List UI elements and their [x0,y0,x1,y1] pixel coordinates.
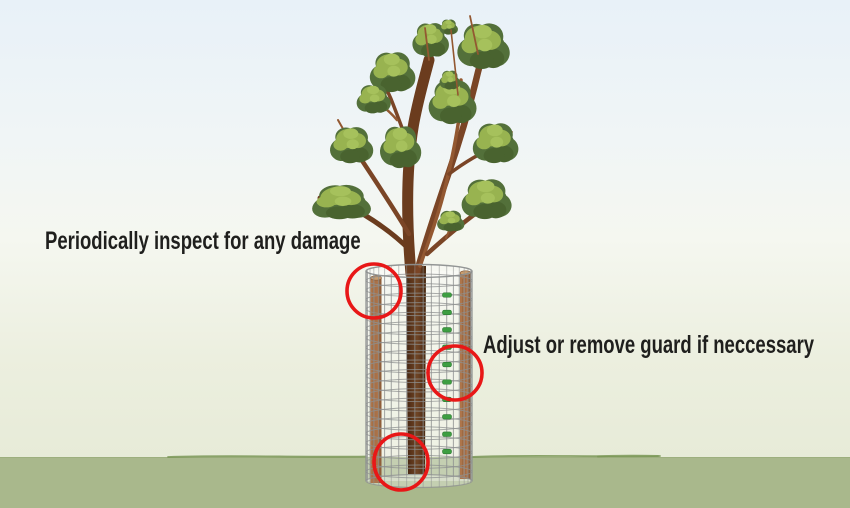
leaf-cluster [330,127,374,164]
leaf-cluster [457,23,510,70]
leaf-cluster [472,123,519,164]
leaf-cluster [437,210,465,232]
tree [312,15,519,474]
leaf-cluster [356,84,391,114]
bare-twigs [424,15,479,96]
highlight-circle-top [345,262,403,320]
annotation-inspect-label: Periodically inspect for any damage [45,227,361,255]
leaf-cluster [379,126,422,169]
leaf-cluster [312,184,371,220]
highlight-circle-middle [426,344,484,402]
annotation-circles [345,262,484,492]
tree-foliage [312,19,519,232]
leaf-cluster [439,19,458,35]
leaf-cluster [461,179,512,220]
annotation-adjust-label: Adjust or remove guard if neccessary [483,331,815,359]
highlight-circle-bottom [372,432,430,492]
leaf-cluster [369,52,416,93]
